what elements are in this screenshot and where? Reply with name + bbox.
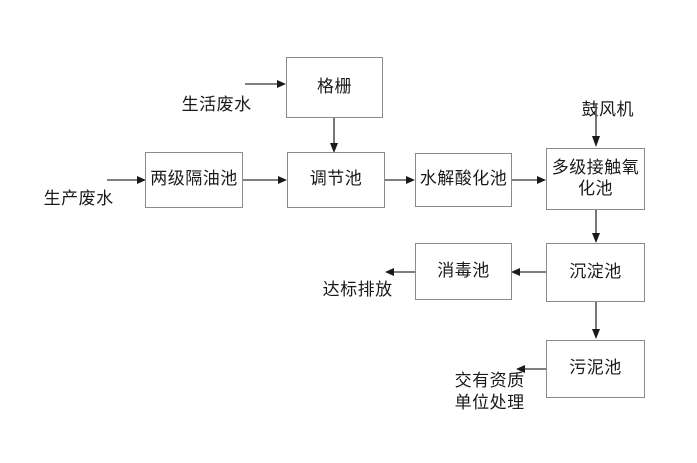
label-blower-text: 鼓风机	[581, 100, 635, 121]
node-disinfection-tank[interactable]: 消毒池	[415, 243, 512, 300]
node-hydrolysis-acidification-tank-label: 水解酸化池	[419, 169, 508, 190]
label-production-wastewater: 生产废水	[20, 168, 114, 232]
connector-blower-to-oxidation-tank	[588, 104, 604, 150]
node-hydrolysis-acidification-tank[interactable]: 水解酸化池	[415, 153, 512, 207]
connector-sedimentation-tank-to-disinfection-tank	[508, 264, 550, 280]
label-blower: 鼓风机	[556, 79, 636, 143]
label-compliant-discharge-text: 达标排放	[322, 280, 393, 301]
connector-production-wastewater-to-oil-tank	[107, 172, 151, 188]
node-sludge-tank-label: 污泥池	[569, 358, 622, 379]
node-sedimentation-tank[interactable]: 沉淀池	[546, 243, 645, 302]
label-qualified-unit-disposal-line2: 单位处理	[454, 392, 525, 413]
node-multistage-contact-oxidation-tank-line1: 多级接触氧	[551, 157, 640, 178]
node-multistage-contact-oxidation-tank-line2: 化池	[578, 179, 613, 199]
connector-grille-to-regulating-tank	[326, 117, 342, 157]
node-disinfection-tank-label: 消毒池	[437, 260, 490, 281]
label-qualified-unit-disposal: 交有资质 单位处理	[431, 350, 525, 435]
label-domestic-wastewater-text: 生活废水	[181, 95, 252, 116]
connector-domestic-wastewater-to-grille	[245, 76, 291, 92]
node-two-stage-oil-separation-tank-label: 两级隔油池	[150, 169, 238, 190]
label-qualified-unit-disposal-line1: 交有资质	[454, 371, 525, 392]
connector-oxidation-tank-to-sedimentation-tank	[588, 209, 604, 247]
connector-regulating-tank-to-hydrolysis-tank	[384, 172, 420, 188]
node-regulating-tank-label: 调节池	[309, 169, 363, 190]
label-domestic-wastewater: 生活废水	[158, 74, 252, 138]
node-regulating-tank[interactable]: 调节池	[287, 152, 385, 208]
connector-oil-tank-to-regulating-tank	[242, 172, 292, 188]
node-grille-label: 格栅	[317, 76, 352, 97]
node-grille[interactable]: 格栅	[286, 57, 383, 118]
node-sedimentation-tank-label: 沉淀池	[569, 261, 622, 282]
connector-sedimentation-tank-to-sludge-tank	[588, 301, 604, 343]
label-compliant-discharge: 达标排放	[299, 259, 393, 323]
connector-disinfection-tank-to-compliant-discharge	[382, 264, 418, 280]
label-production-wastewater-text: 生产废水	[43, 189, 114, 210]
node-sludge-tank[interactable]: 污泥池	[546, 340, 645, 398]
connector-hydrolysis-tank-to-oxidation-tank	[511, 172, 551, 188]
node-two-stage-oil-separation-tank[interactable]: 两级隔油池	[145, 152, 243, 208]
node-multistage-contact-oxidation-tank[interactable]: 多级接触氧 化池	[546, 148, 645, 210]
